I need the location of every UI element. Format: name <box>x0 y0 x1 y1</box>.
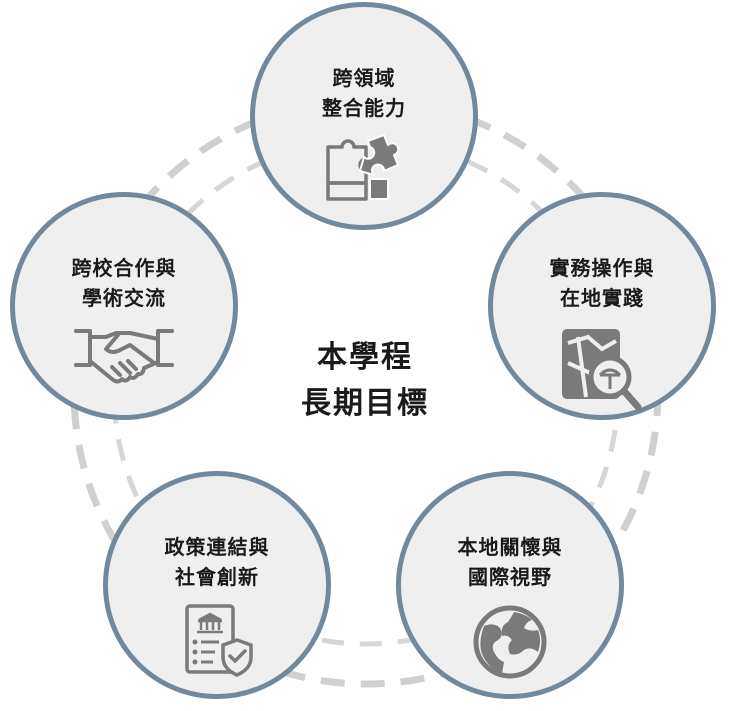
goal-node-policy: 政策連結與 社會創新 <box>103 471 331 699</box>
goal-label: 跨領域 整合能力 <box>322 63 406 123</box>
goal-label-line2: 整合能力 <box>322 96 406 120</box>
goal-label: 跨校合作與 學術交流 <box>72 253 177 313</box>
goal-node-practice: 實務操作與 在地實踐 <box>488 192 716 420</box>
goal-node-collaboration: 跨校合作與 學術交流 <box>10 192 238 420</box>
goal-label: 本地關懷與 國際視野 <box>458 532 563 592</box>
goal-label-line2: 學術交流 <box>82 286 166 310</box>
handshake-icon <box>74 329 174 384</box>
policy-document-icon <box>185 604 253 677</box>
goal-label: 政策連結與 社會創新 <box>165 532 270 592</box>
goal-label-line2: 社會創新 <box>175 565 259 589</box>
goal-label-line1: 本地關懷與 <box>457 535 563 559</box>
goal-label-line2: 國際視野 <box>468 565 552 589</box>
goal-label-line1: 跨領域 <box>332 66 396 90</box>
center-title: 本學程 長期目標 <box>240 335 490 427</box>
center-title-line2: 長期目標 <box>301 386 429 421</box>
center-title-line1: 本學程 <box>317 340 413 375</box>
goal-label-line1: 跨校合作與 <box>71 256 177 280</box>
goal-label-line1: 實務操作與 <box>549 256 655 280</box>
goal-label-line1: 政策連結與 <box>164 535 270 559</box>
puzzle-icon <box>326 134 400 201</box>
goal-node-cross-domain: 跨領域 整合能力 <box>250 2 478 230</box>
goal-label-line2: 在地實踐 <box>560 286 644 310</box>
map-search-icon <box>562 329 642 411</box>
globe-icon <box>473 605 547 679</box>
goal-node-local-global: 本地關懷與 國際視野 <box>396 471 624 699</box>
goal-label: 實務操作與 在地實踐 <box>550 253 655 313</box>
